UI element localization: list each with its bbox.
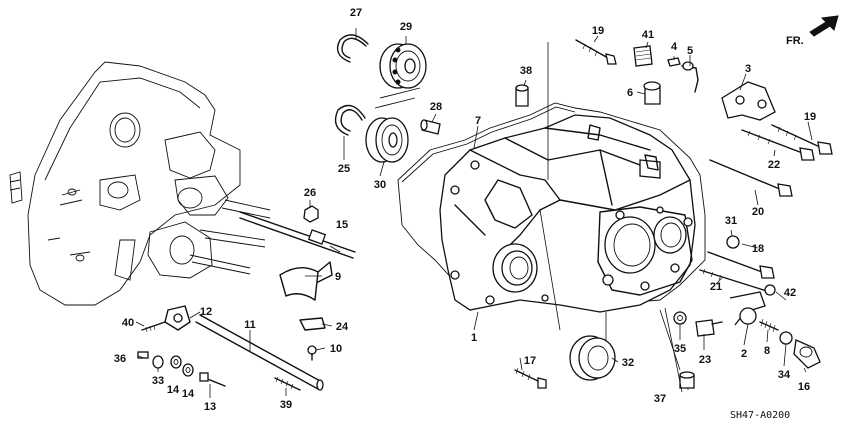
bolt-40: [141, 321, 166, 333]
callout-41: 41: [642, 29, 654, 41]
leader-lines: [135, 28, 813, 398]
callout-19a: 19: [592, 25, 604, 37]
callout-38: 38: [520, 65, 532, 77]
direction-label: FR.: [786, 35, 804, 47]
washer-14b: [182, 363, 194, 377]
callout-39: 39: [280, 399, 292, 411]
callout-35: 35: [674, 343, 686, 355]
callout-30: 30: [374, 179, 386, 191]
bracket-3: [721, 81, 776, 121]
sensor-2: [729, 291, 766, 326]
callout-18: 18: [752, 243, 764, 255]
bolt-22: [741, 129, 815, 161]
callout-23: 23: [699, 354, 711, 366]
callout-21: 21: [710, 281, 722, 293]
callout-16: 16: [798, 381, 810, 393]
shift-arm-12: [164, 305, 191, 331]
shift-shaft-11: [195, 314, 324, 391]
bolt-13: [199, 372, 226, 387]
breather-5: [681, 61, 699, 93]
callout-24: 24: [336, 321, 349, 333]
bracket-24: [299, 317, 326, 331]
callout-17: 17: [524, 355, 536, 367]
callout-1: 1: [471, 332, 477, 344]
bearing-30: [365, 117, 409, 163]
callout-2: 2: [741, 348, 747, 360]
callout-13: 13: [204, 401, 216, 413]
callout-4: 4: [671, 41, 678, 53]
dowel-38: [515, 84, 529, 107]
snap-ring-27: [336, 34, 369, 63]
callout-31: 31: [725, 215, 737, 227]
washer-42: [764, 284, 776, 296]
callout-14b: 14: [182, 388, 195, 400]
bolt-19-right: [771, 124, 833, 155]
cap-6: [643, 81, 661, 105]
washer-14a: [170, 355, 182, 369]
bolt-20: [709, 159, 793, 197]
callout-10: 10: [330, 343, 342, 355]
bearing-29: [379, 43, 427, 89]
callout-14a: 14: [167, 384, 180, 396]
callout-6: 6: [627, 87, 633, 99]
switch-23: [695, 319, 723, 337]
callout-labels: 1 2 3 4 5 6 7 8 9 10 11 12 13 14 14 15 1…: [114, 7, 816, 413]
callout-40: 40: [122, 317, 134, 329]
callout-19b: 19: [804, 111, 816, 123]
bearing-link-line: [374, 87, 421, 109]
clutch-housing: [9, 61, 271, 306]
callout-42: 42: [784, 287, 796, 299]
callout-12: 12: [200, 306, 212, 318]
shift-rod-15: [239, 211, 356, 259]
callout-27: 27: [350, 7, 362, 19]
washer-31: [726, 235, 740, 249]
spring-8: [759, 318, 779, 333]
oil-seal-32: [569, 335, 616, 381]
callout-5: 5: [687, 45, 693, 57]
bolt-18: [707, 251, 775, 279]
washer-34: [779, 331, 793, 345]
callout-8: 8: [764, 345, 770, 357]
snap-ring-25: [334, 104, 366, 136]
callout-32: 32: [622, 357, 634, 369]
callout-33: 33: [152, 375, 164, 387]
callout-15: 15: [336, 219, 348, 231]
spring-pin-36: [137, 351, 149, 359]
callout-3: 3: [745, 63, 751, 75]
plug-16: [793, 339, 821, 369]
callout-9: 9: [335, 271, 341, 283]
dowel-37: [679, 371, 695, 389]
washer-33: [152, 355, 164, 369]
callout-28: 28: [430, 101, 442, 113]
bolt-17: [514, 367, 547, 389]
diagram-code: SH47-A0200: [730, 410, 790, 421]
callout-26: 26: [304, 187, 316, 199]
bolt-26: [303, 205, 319, 223]
callout-20: 20: [752, 206, 764, 218]
spring-39: [274, 376, 301, 391]
callout-29: 29: [400, 21, 412, 33]
callout-37: 37: [654, 393, 666, 405]
bolt-21: [699, 268, 771, 293]
pin-4: [667, 57, 681, 67]
shift-fork: [279, 261, 333, 301]
bolt-19-top: [575, 39, 617, 65]
washer-35: [673, 311, 687, 325]
bolt-10: [307, 345, 317, 361]
plug-41: [633, 45, 653, 67]
callout-7: 7: [475, 115, 481, 127]
dowel-28: [420, 119, 441, 135]
callout-22: 22: [768, 159, 780, 171]
direction-arrow-icon: [809, 15, 839, 37]
callout-25: 25: [338, 163, 350, 175]
callout-36: 36: [114, 353, 126, 365]
callout-34: 34: [778, 369, 791, 381]
callout-11: 11: [244, 319, 256, 331]
transmission-case: [439, 114, 696, 313]
front-direction-indicator: FR.: [786, 15, 839, 47]
